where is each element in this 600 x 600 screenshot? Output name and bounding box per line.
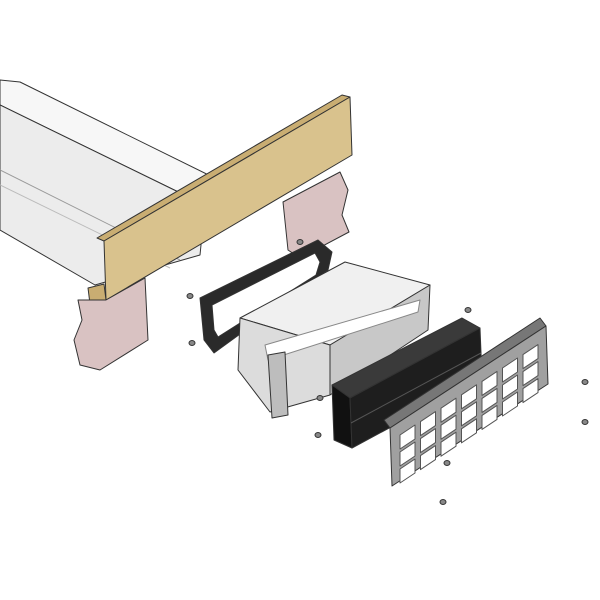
wall-right bbox=[282, 171, 350, 259]
grille-cell bbox=[461, 384, 477, 410]
screw bbox=[188, 340, 196, 346]
grille-plate bbox=[383, 317, 549, 487]
screw bbox=[443, 460, 451, 466]
grille-cell bbox=[522, 361, 539, 387]
grille-cell bbox=[440, 431, 457, 457]
screw bbox=[316, 395, 324, 401]
grille-cell bbox=[440, 397, 457, 423]
grille-cell bbox=[502, 391, 518, 417]
screws bbox=[186, 239, 589, 505]
grille-cell bbox=[502, 357, 518, 383]
grille-cell bbox=[502, 374, 518, 400]
screw bbox=[581, 419, 589, 425]
grille-cell bbox=[420, 428, 436, 454]
grille-cell bbox=[461, 401, 477, 427]
grille-cell bbox=[522, 344, 539, 370]
screw bbox=[296, 239, 304, 245]
screw bbox=[439, 499, 447, 505]
screw bbox=[314, 432, 322, 438]
sleeve-box bbox=[237, 261, 431, 419]
screw bbox=[464, 307, 472, 313]
grille-cell bbox=[420, 445, 436, 471]
grille-cell bbox=[399, 441, 416, 467]
grille-cell bbox=[399, 458, 416, 484]
grille-cell bbox=[522, 378, 539, 404]
grille-cell bbox=[481, 387, 498, 413]
wall-left bbox=[73, 277, 149, 371]
grille-cell bbox=[420, 411, 436, 437]
gasket-frame bbox=[199, 239, 333, 354]
screw bbox=[186, 293, 194, 299]
grille-cells bbox=[399, 344, 539, 484]
grille-cell bbox=[440, 414, 457, 440]
wood-plank bbox=[87, 94, 353, 305]
screw bbox=[581, 379, 589, 385]
grille-cell bbox=[481, 370, 498, 396]
grille-cell bbox=[399, 424, 416, 450]
grille-cell bbox=[481, 404, 498, 430]
grille-cell bbox=[461, 418, 477, 444]
